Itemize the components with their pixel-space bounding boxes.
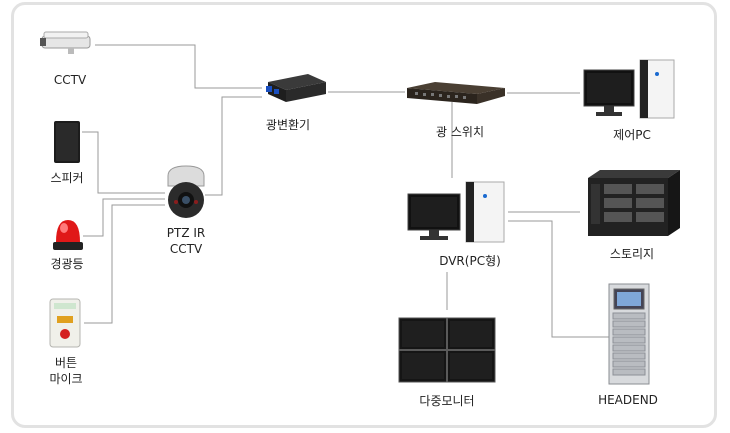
cctv-camera-icon: [38, 28, 94, 60]
optical-switch-icon: [405, 80, 507, 110]
link-light-ptz: [83, 198, 165, 237]
speaker-label: 스피커: [50, 171, 84, 185]
cctv-label: CCTV: [53, 73, 87, 87]
speaker-icon: [53, 120, 81, 168]
warning-light-label: 경광등: [50, 257, 84, 271]
media-converter-icon: [262, 72, 328, 110]
link-cctv-converter: [95, 44, 262, 89]
ptz-camera-icon: [164, 164, 208, 224]
link-ptz-converter: [205, 96, 262, 196]
media-converter-label: 광변환기: [265, 118, 311, 132]
optical-switch-label: 광 스위치: [436, 125, 484, 139]
ptz-label-line2: CCTV: [169, 242, 203, 256]
button-mic-label-line1: 버튼: [54, 356, 78, 370]
ptz-label: PTZ IR CCTV: [167, 225, 205, 257]
storage-label: 스토리지: [609, 247, 655, 261]
control-pc-label: 제어PC: [613, 128, 651, 142]
storage-icon: [586, 168, 682, 242]
button-mic-label-line2: 마이크: [49, 372, 83, 386]
headend-rack-icon: [608, 283, 650, 389]
link-dvr-headend: [508, 220, 610, 338]
link-button-ptz: [84, 204, 165, 324]
headend-label: HEADEND: [598, 393, 658, 407]
multi-monitor-label: 다중모니터: [419, 394, 475, 408]
dvr-label: DVR(PC형): [439, 254, 501, 268]
multi-monitor-icon: [398, 317, 496, 387]
control-pc-icon: [582, 58, 678, 124]
button-mic-label: 버튼 마이크: [49, 355, 82, 387]
ptz-label-line1: PTZ IR: [166, 226, 206, 240]
warning-light-icon: [50, 216, 86, 256]
button-mic-icon: [49, 298, 81, 352]
link-speaker-ptz: [82, 131, 165, 194]
dvr-pc-icon: [406, 180, 508, 248]
